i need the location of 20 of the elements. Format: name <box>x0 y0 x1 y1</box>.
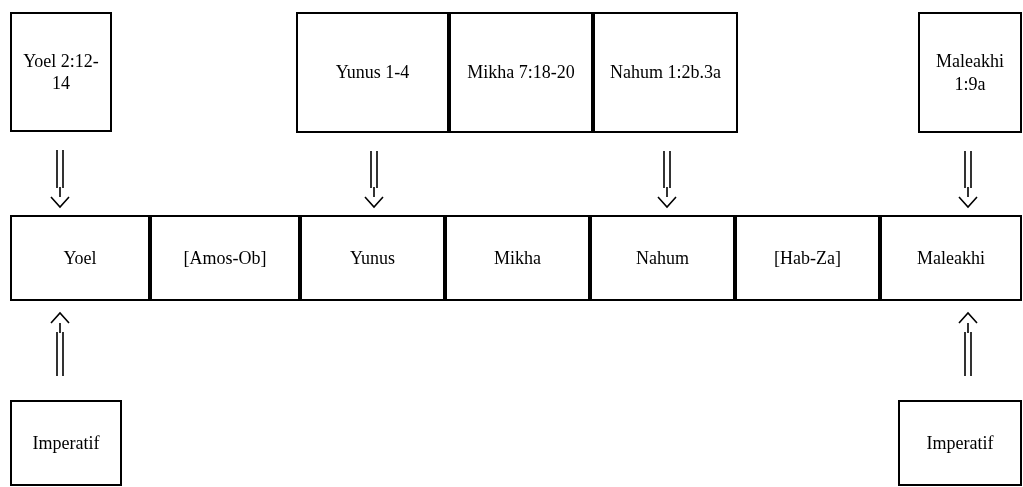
text-box: Nahum 1:2b.3a <box>593 12 738 133</box>
double-arrow <box>657 150 677 208</box>
text-box: Imperatif <box>898 400 1022 486</box>
text-box: [Amos-Ob] <box>150 215 300 301</box>
text-box: Yunus <box>300 215 445 301</box>
text-box: Nahum <box>590 215 735 301</box>
double-arrow <box>958 150 978 208</box>
text-box: Maleakhi <box>880 215 1022 301</box>
text-box: Yunus 1-4 <box>296 12 449 133</box>
text-box: Yoel <box>10 215 150 301</box>
text-box: Imperatif <box>10 400 122 486</box>
double-arrow <box>50 149 70 208</box>
text-box: Mikha 7:18-20 <box>449 12 593 133</box>
double-arrow <box>50 312 70 377</box>
double-arrow <box>958 312 978 377</box>
text-box: Yoel 2:12-14 <box>10 12 112 132</box>
text-box: [Hab-Za] <box>735 215 880 301</box>
text-box: Mikha <box>445 215 590 301</box>
text-box: Maleakhi 1:9a <box>918 12 1022 133</box>
double-arrow <box>364 150 384 208</box>
